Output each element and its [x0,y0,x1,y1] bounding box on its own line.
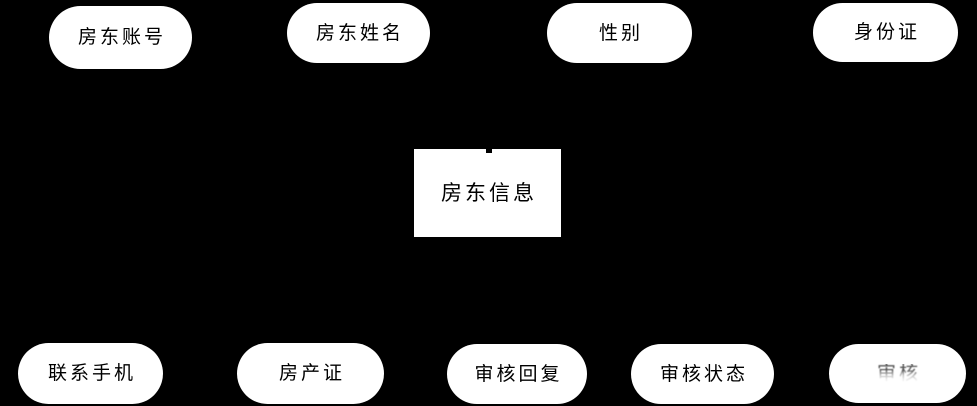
attribute-ellipse-gender: 性别 [547,3,692,63]
attribute-label: 房产证 [278,363,345,384]
entity-rect-landlord-info: 房东信息 [414,149,561,237]
entity-label: 房东信息 [441,181,537,205]
attribute-ellipse-review-status: 审核状态 [631,344,774,404]
attribute-label: 身份证 [853,22,920,43]
attribute-label: 审核回复 [474,363,563,385]
attribute-label-faded: 审核 [876,363,921,384]
attribute-ellipse-review-reply: 审核回复 [447,344,587,404]
attribute-ellipse-property-cert: 房产证 [237,343,384,404]
attribute-label: 性别 [598,22,643,44]
attribute-ellipse-landlord-name: 房东姓名 [287,3,430,63]
attribute-ellipse-id-card: 身份证 [813,3,958,62]
attribute-ellipse-contact-phone: 联系手机 [18,343,163,404]
attribute-label: 房东账号 [77,27,166,48]
attribute-label: 审核状态 [659,363,748,385]
attribute-ellipse-review-faded: 审核 [829,344,966,403]
connector-stub [486,149,492,153]
attribute-label: 房东姓名 [315,22,404,44]
attribute-ellipse-landlord-account: 房东账号 [49,6,192,69]
attribute-label: 联系手机 [47,363,136,384]
